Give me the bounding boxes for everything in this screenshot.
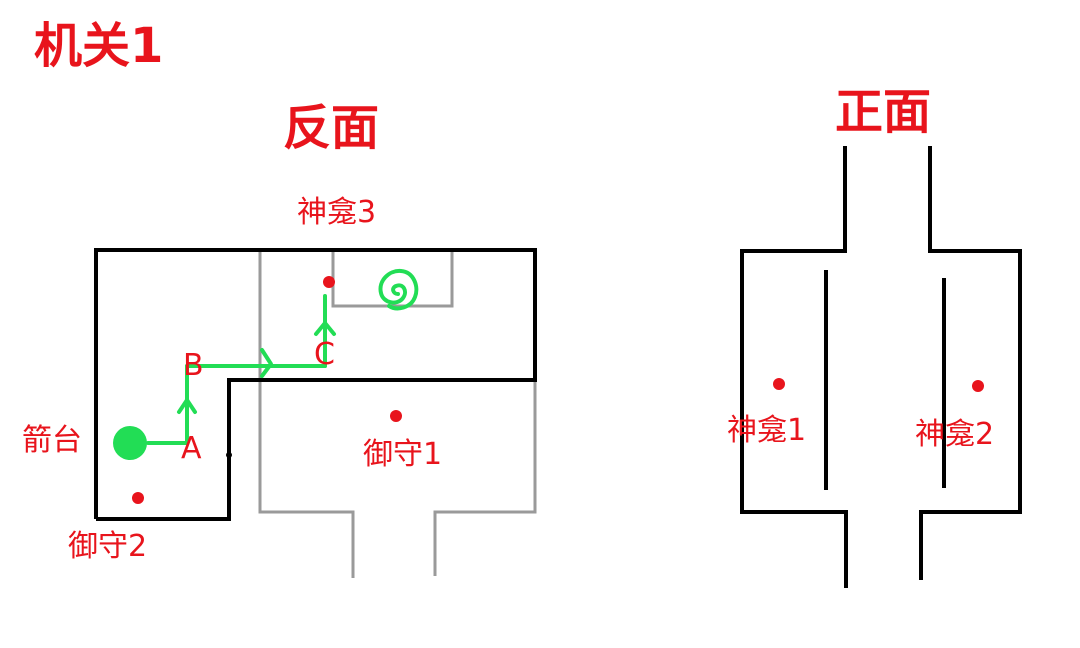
shrine3-marker [323, 276, 335, 288]
shrine1-label: 神龛1 [727, 413, 806, 448]
outer-wall [94, 248, 537, 521]
arrow-up-icon [177, 398, 197, 414]
point-c-label: C [314, 337, 335, 372]
arrow-up-icon [314, 321, 336, 336]
front-view: 正面 神龛1 神龛2 [727, 84, 1022, 588]
front-wall-right [919, 146, 1022, 580]
amulet1-marker [390, 410, 402, 422]
grey-wall-right [433, 382, 537, 576]
amulet2-label: 御守2 [68, 529, 147, 564]
shrine2-label: 神龛2 [915, 417, 994, 452]
grey-wall-left [258, 252, 355, 578]
archery-platform-marker [113, 426, 147, 460]
shrine-markers [773, 378, 984, 392]
shrine3-alcove [331, 252, 454, 308]
back-view-heading: 反面 [283, 100, 379, 156]
back-view: 反面 神龛3 [22, 100, 537, 578]
diagram-title: 机关1 [34, 18, 163, 74]
amulet1-label: 御守1 [363, 437, 442, 472]
shrine3-label: 神龛3 [297, 195, 376, 230]
point-a-label: A [181, 431, 202, 466]
route-path [146, 268, 419, 445]
shrine2-marker [972, 380, 984, 392]
item-markers [132, 276, 402, 504]
front-view-heading: 正面 [835, 84, 931, 140]
arrow-right-icon [260, 348, 273, 378]
shrine1-marker [773, 378, 785, 390]
front-wall-left [740, 146, 848, 588]
point-b-label: B [183, 348, 204, 383]
archery-platform-label: 箭台 [22, 423, 82, 458]
black-walls [94, 248, 537, 521]
amulet2-marker [132, 492, 144, 504]
wall-dot [226, 452, 232, 458]
spiral-icon [378, 268, 419, 311]
front-walls [740, 146, 1022, 588]
